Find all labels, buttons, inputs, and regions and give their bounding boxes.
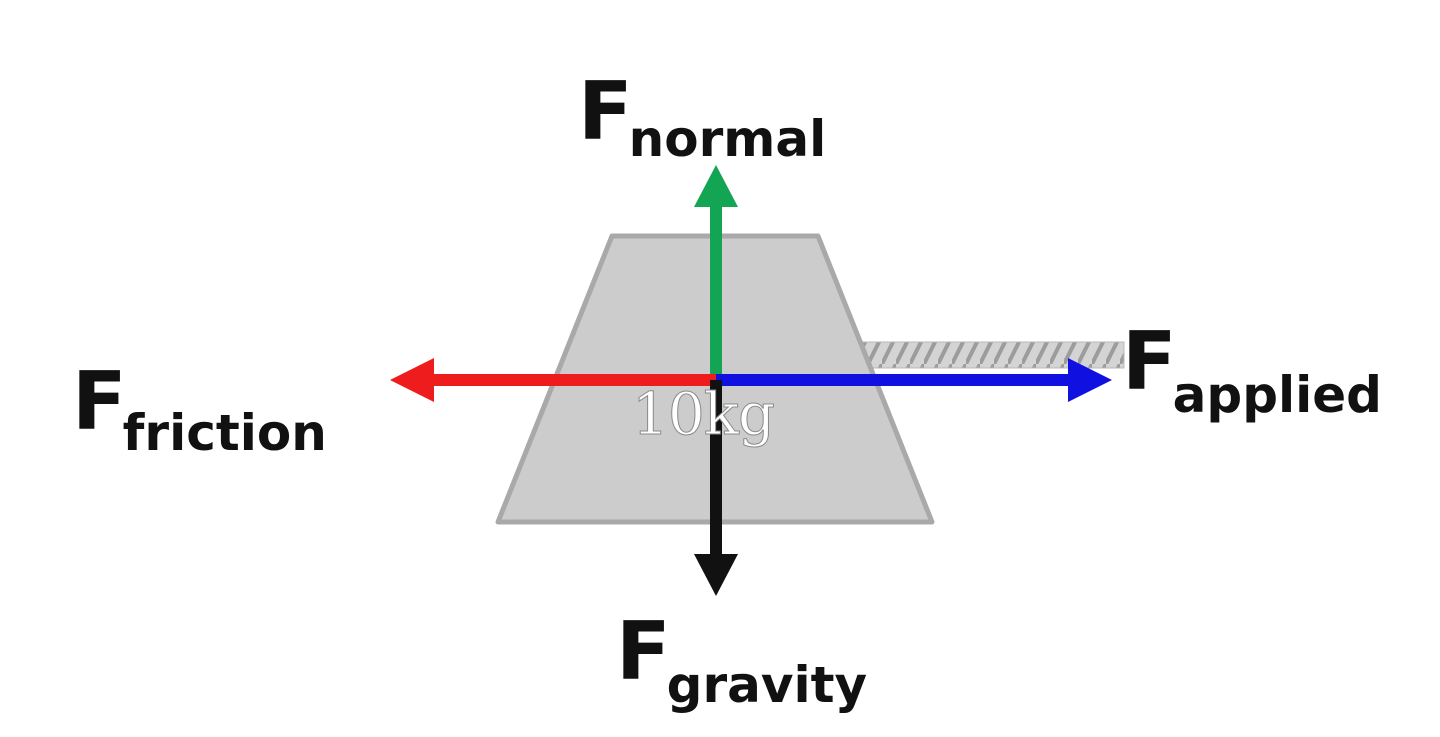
gravity-force-arrow xyxy=(694,380,738,596)
mass-label: 10kg xyxy=(631,380,775,449)
gravity-force-subscript: gravity xyxy=(666,656,868,714)
rope xyxy=(861,341,1125,369)
friction-force-label: Ffriction xyxy=(72,355,327,462)
friction-force-subscript: friction xyxy=(122,404,327,462)
friction-force-arrow xyxy=(390,358,716,402)
applied-force-arrow xyxy=(716,358,1112,402)
applied-force-subscript: applied xyxy=(1172,366,1382,424)
normal-force-subscript: normal xyxy=(628,110,827,168)
normal-force-label: Fnormal xyxy=(578,65,827,168)
applied-force-symbol: F xyxy=(1122,315,1177,408)
friction-force-symbol: F xyxy=(72,355,127,448)
gravity-force-label: Fgravity xyxy=(616,605,868,714)
normal-force-symbol: F xyxy=(578,65,633,158)
gravity-force-symbol: F xyxy=(616,605,671,698)
applied-force-label: Fapplied xyxy=(1122,315,1382,424)
normal-force-arrow xyxy=(694,165,738,382)
